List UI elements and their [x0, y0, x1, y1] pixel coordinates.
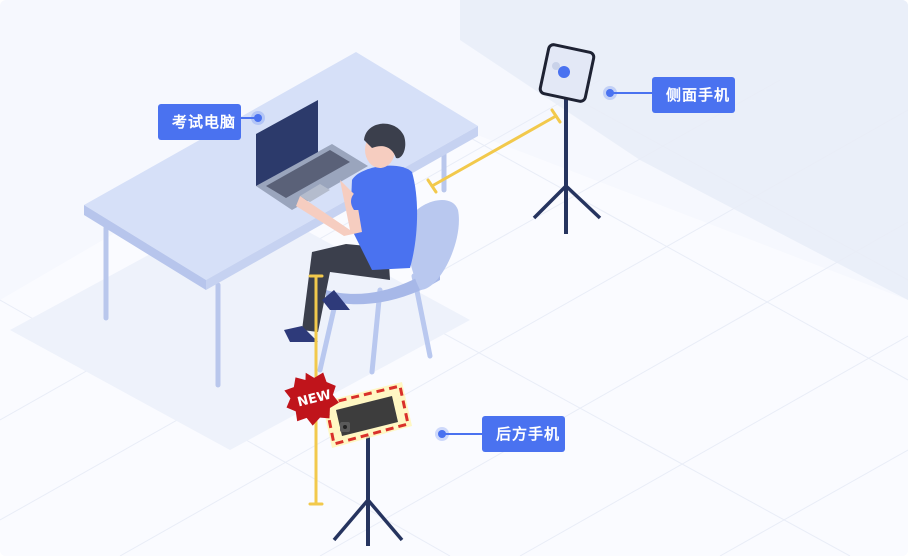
label-exam-computer: 考试电脑	[158, 104, 241, 140]
back-phone-device	[322, 382, 412, 546]
chair	[317, 199, 459, 375]
label-side-phone: 侧面手机	[652, 77, 735, 113]
label-connectors	[240, 86, 652, 441]
person	[284, 123, 418, 342]
label-back-phone: 后方手机	[482, 416, 565, 452]
new-badge: NEW	[284, 372, 339, 426]
laptop	[256, 100, 368, 210]
side-phone-device	[532, 43, 602, 234]
desk-legs	[103, 147, 447, 388]
